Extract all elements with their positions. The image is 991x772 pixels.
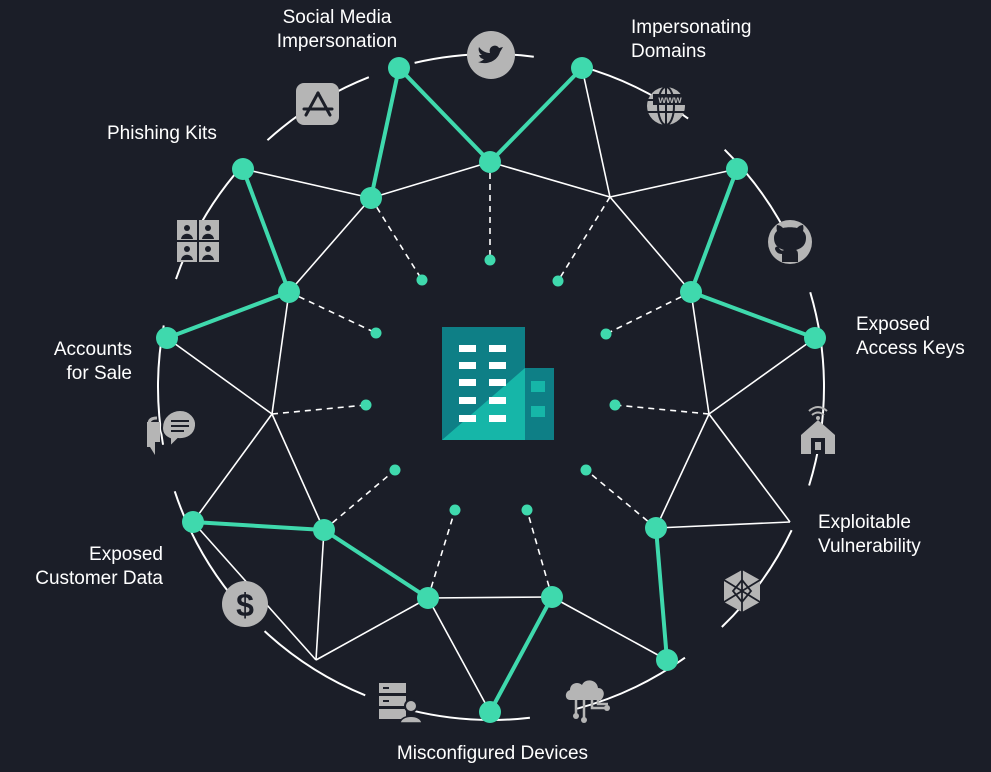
node xyxy=(156,327,178,349)
network-mesh-icon xyxy=(723,570,761,612)
node xyxy=(571,57,593,79)
inner-dot xyxy=(609,399,621,411)
inner-dot xyxy=(449,504,461,516)
github-icon xyxy=(768,220,812,264)
node xyxy=(804,327,826,349)
inner-dot xyxy=(389,464,401,476)
inner-dot xyxy=(370,327,382,339)
node xyxy=(541,586,563,608)
inner-dot xyxy=(552,275,564,287)
label-exploitable-vulnerability: Exploitable Vulnerability xyxy=(818,512,921,557)
network-lines xyxy=(166,67,816,713)
inner-dot xyxy=(600,328,612,340)
svg-text:www: www xyxy=(657,95,682,106)
node xyxy=(680,281,702,303)
inner-dot xyxy=(580,464,592,476)
label-accounts-for-sale: Accounts for Sale xyxy=(53,339,132,384)
www-globe-icon: www xyxy=(647,86,687,126)
app-store-icon xyxy=(296,83,339,125)
dashed-spokes xyxy=(271,162,710,599)
building-icon xyxy=(442,327,554,440)
node xyxy=(313,519,335,541)
inner-dot xyxy=(521,504,533,516)
label-impersonating-domains: Impersonating Domains xyxy=(631,17,752,62)
twitter-icon xyxy=(467,31,515,79)
node xyxy=(726,158,748,180)
node xyxy=(182,511,204,533)
node xyxy=(417,587,439,609)
label-phishing-kits: Phishing Kits xyxy=(107,123,217,144)
inner-dot xyxy=(416,274,428,286)
node xyxy=(278,281,300,303)
label-social-media-impersonation: Social Media Impersonation xyxy=(276,7,398,52)
node xyxy=(388,57,410,79)
highlight-lines xyxy=(165,66,817,714)
people-grid-icon xyxy=(177,220,219,262)
node xyxy=(645,517,667,539)
chat-bubble-icon xyxy=(147,408,198,455)
label-misconfigured-devices: Misconfigured Devices xyxy=(396,743,589,764)
inner-dot xyxy=(484,254,496,266)
dollar-icon: $ xyxy=(222,581,268,627)
cloud-circuit-icon xyxy=(565,680,610,723)
node xyxy=(656,649,678,671)
svg-text:$: $ xyxy=(236,587,254,623)
server-user-icon xyxy=(379,683,423,724)
label-exposed-customer-data: Exposed Customer Data xyxy=(35,544,163,589)
inner-dot xyxy=(360,399,372,411)
node xyxy=(232,158,254,180)
label-exposed-access-keys: Exposed Access Keys xyxy=(856,314,965,359)
network-nodes xyxy=(156,57,826,723)
node xyxy=(479,151,501,173)
node xyxy=(360,187,382,209)
smart-home-icon xyxy=(801,406,835,454)
node xyxy=(479,701,501,723)
